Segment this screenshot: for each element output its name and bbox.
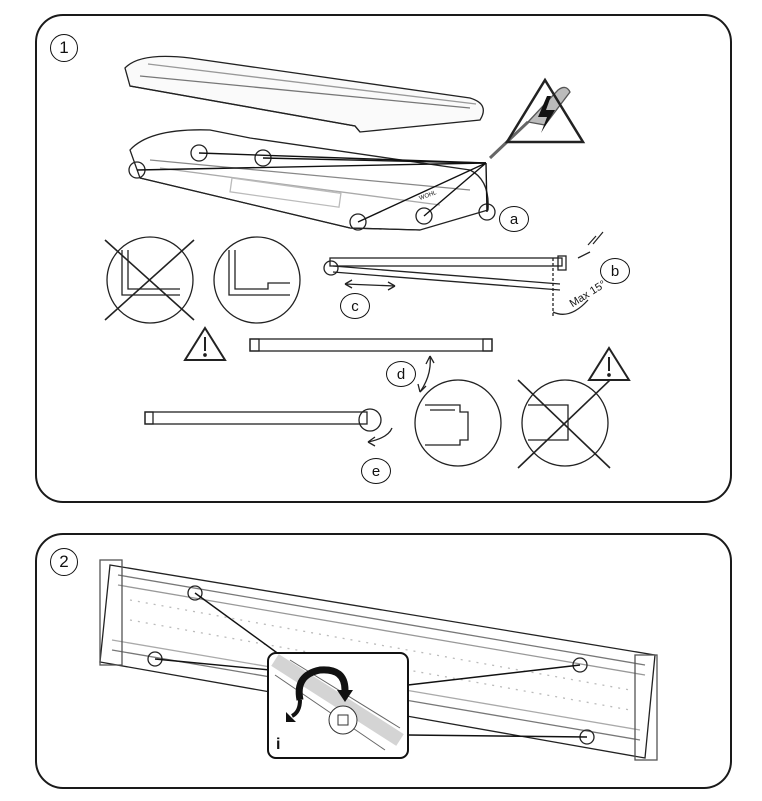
end-cap-detail-wrong <box>517 379 611 469</box>
screwdriver-icon <box>488 86 571 160</box>
callout-e: e <box>361 458 391 484</box>
lamp-cover <box>124 55 484 133</box>
callout-a: a <box>499 206 529 232</box>
warning-icon <box>183 326 227 361</box>
screw-marker <box>187 585 203 601</box>
detail-label: i <box>276 736 281 753</box>
callout-b: b <box>600 258 630 284</box>
screw-marker <box>349 213 367 231</box>
screw-marker <box>415 207 433 225</box>
step-2-number: 2 <box>50 548 78 576</box>
slide-arrow <box>344 279 396 291</box>
corner-detail-correct <box>213 236 301 324</box>
end-cap-detail-correct <box>414 379 502 467</box>
corner-detail-wrong <box>104 236 195 324</box>
warning-icon <box>587 346 631 381</box>
tube-tilting <box>323 231 604 316</box>
tube-inserted <box>144 408 393 447</box>
callout-d: d <box>386 361 416 387</box>
rotate-arrow-icon <box>286 666 353 722</box>
detail-inset <box>267 652 409 759</box>
callout-c: c <box>340 293 370 319</box>
screw-marker <box>572 657 588 673</box>
electric-hazard-icon <box>504 77 586 144</box>
lamp-housing <box>129 129 489 231</box>
step-1-number: 1 <box>50 34 78 62</box>
tube-straight <box>249 338 493 393</box>
